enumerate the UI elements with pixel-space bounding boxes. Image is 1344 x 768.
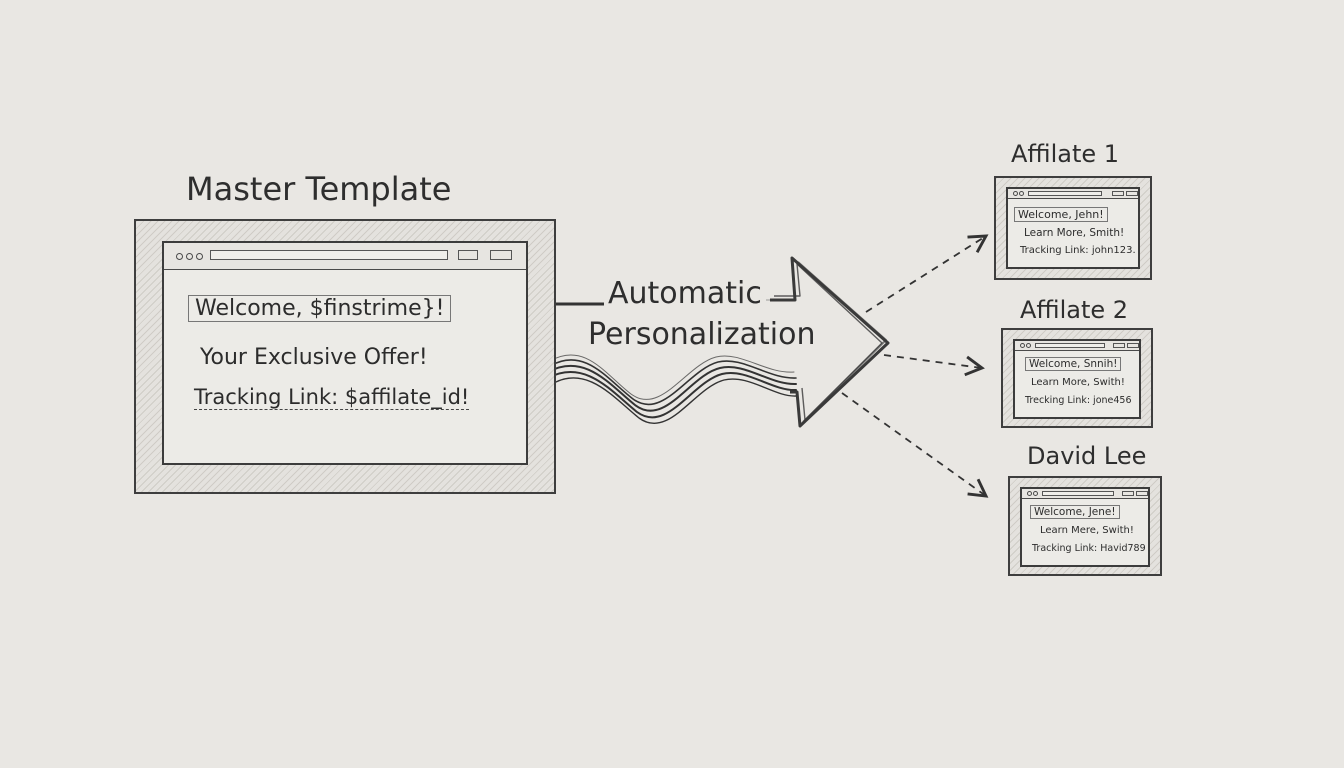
arrow-label-line-1: Automatic [604,276,766,311]
affiliate-1-title: Affilate 1 [1011,140,1120,168]
affiliate-3-title: David Lee [1027,442,1147,470]
affiliate-3-titlebar [1022,489,1148,499]
affiliate-1-line-1: Welcome, Jehn! [1014,207,1108,222]
affiliate-1-titlebar [1008,189,1138,199]
affiliate-1-frame: Welcome, Jehn! Learn More, Smith! Tracki… [994,176,1152,280]
affiliate-2-title: Affilate 2 [1020,296,1129,324]
master-line-1: Welcome, $finstrime}! [188,295,452,322]
affiliate-2-frame: Welcome, Snnih! Learn More, Swith! Treck… [1001,328,1153,428]
master-browser-titlebar [164,243,526,270]
affiliate-3-line-3: Tracking Link: Havid789 [1032,543,1146,554]
affiliate-2-line-2: Learn More, Swith! [1031,377,1125,388]
window-dot-icon [1019,191,1024,196]
window-button-icon [1127,343,1139,348]
master-browser-window: Welcome, $finstrime}! Your Exclusive Off… [162,241,528,465]
connector-affiliate-3 [841,392,989,498]
address-bar [210,250,448,260]
affiliate-3-line-2: Learn Mere, Swith! [1040,525,1134,536]
affiliate-3-window: Welcome, Jene! Learn Mere, Swith! Tracki… [1020,487,1150,567]
window-dot-icon [186,253,193,260]
affiliate-3-line-1: Welcome, Jene! [1030,505,1120,519]
window-dot-icon [1013,191,1018,196]
affiliate-2-line-3: Trecking Link: jone456 [1025,395,1132,406]
wavy-lines [547,354,797,425]
affiliate-2-titlebar [1015,341,1139,351]
dashed-connectors [841,234,989,498]
arrow-label-line-2: Personalization [588,317,816,352]
window-button-icon [1112,191,1124,196]
window-button-icon [1113,343,1125,348]
window-dot-icon [1027,491,1032,496]
window-dot-icon [1020,343,1025,348]
affiliate-2-window: Welcome, Snnih! Learn More, Swith! Treck… [1013,339,1141,419]
affiliate-1-line-3: Tracking Link: john123. [1020,245,1136,256]
master-line-2: Your Exclusive Offer! [200,345,428,370]
master-template-title: Master Template [186,170,452,208]
window-button-icon [490,250,512,260]
window-button-icon [1136,491,1148,496]
address-bar [1035,343,1105,348]
window-dot-icon [1026,343,1031,348]
window-dot-icon [176,253,183,260]
window-button-icon [1126,191,1138,196]
address-bar [1028,191,1102,196]
affiliate-3-frame: Welcome, Jene! Learn Mere, Swith! Tracki… [1008,476,1162,576]
window-dot-icon [1033,491,1038,496]
window-button-icon [458,250,478,260]
master-template-frame: Welcome, $finstrime}! Your Exclusive Off… [134,219,556,494]
master-line-3: Tracking Link: $affilate_id! [194,385,470,410]
window-button-icon [1122,491,1134,496]
connector-affiliate-2 [883,354,985,377]
affiliate-1-window: Welcome, Jehn! Learn More, Smith! Tracki… [1006,187,1140,269]
affiliate-1-line-2: Learn More, Smith! [1024,227,1125,239]
connector-affiliate-1 [865,234,989,313]
affiliate-2-line-1: Welcome, Snnih! [1025,357,1122,371]
window-dot-icon [196,253,203,260]
address-bar [1042,491,1114,496]
